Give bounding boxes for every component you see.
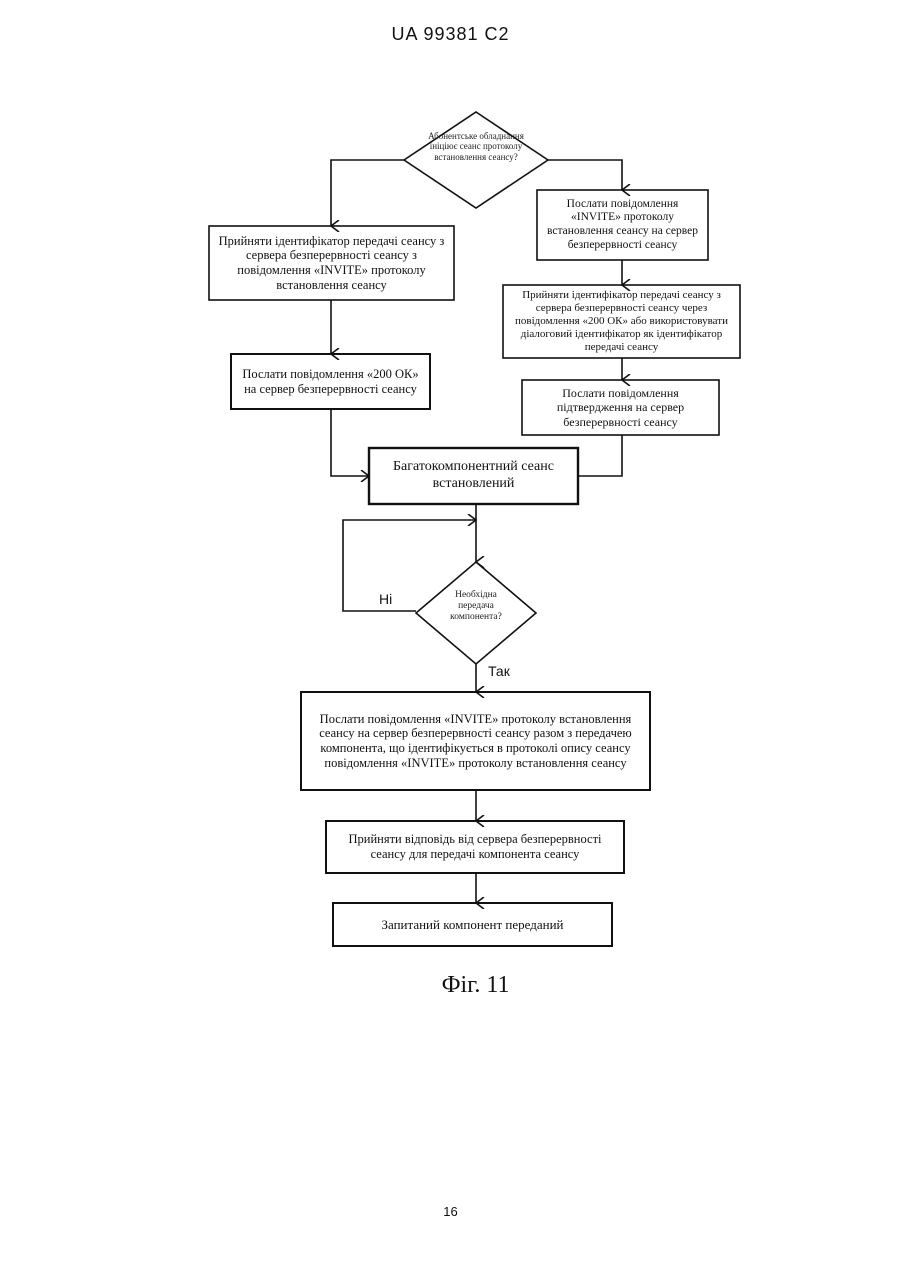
page-number: 16 — [0, 1204, 901, 1219]
decision-2-text: Необхідна передача компонента? — [438, 590, 514, 623]
box-right-3: Послати повідомлення підтвердження на се… — [522, 380, 719, 435]
arrow-right3-session — [578, 435, 622, 476]
box-left-1: Прийняти ідентифікатор передачі сеансу з… — [209, 226, 454, 300]
box-session: Багатокомпонентний сеанс встановлений — [369, 448, 578, 504]
box-right-1: Послати повідомлення «INVITE» протоколу … — [537, 190, 708, 260]
figure-caption: Фіг. 11 — [0, 972, 901, 999]
arrow-left2-session — [331, 409, 369, 476]
arrow-d1-right — [548, 160, 622, 190]
label-yes: Так — [488, 663, 510, 679]
box-reply: Прийняти відповідь від сервера безперерв… — [326, 821, 624, 873]
box-left-2: Послати повідомлення «200 ОК» на сервер … — [231, 354, 430, 409]
box-right-2: Прийняти ідентифікатор передачі сеансу з… — [503, 285, 740, 358]
box-invite: Послати повідомлення «INVITE» протоколу … — [301, 692, 650, 790]
box-final: Запитаний компонент переданий — [333, 903, 612, 946]
arrow-d1-left — [331, 160, 404, 226]
label-no: Ні — [379, 591, 392, 607]
decision-1-text: Абонентське обладнання ініціює сеанс про… — [426, 131, 526, 162]
